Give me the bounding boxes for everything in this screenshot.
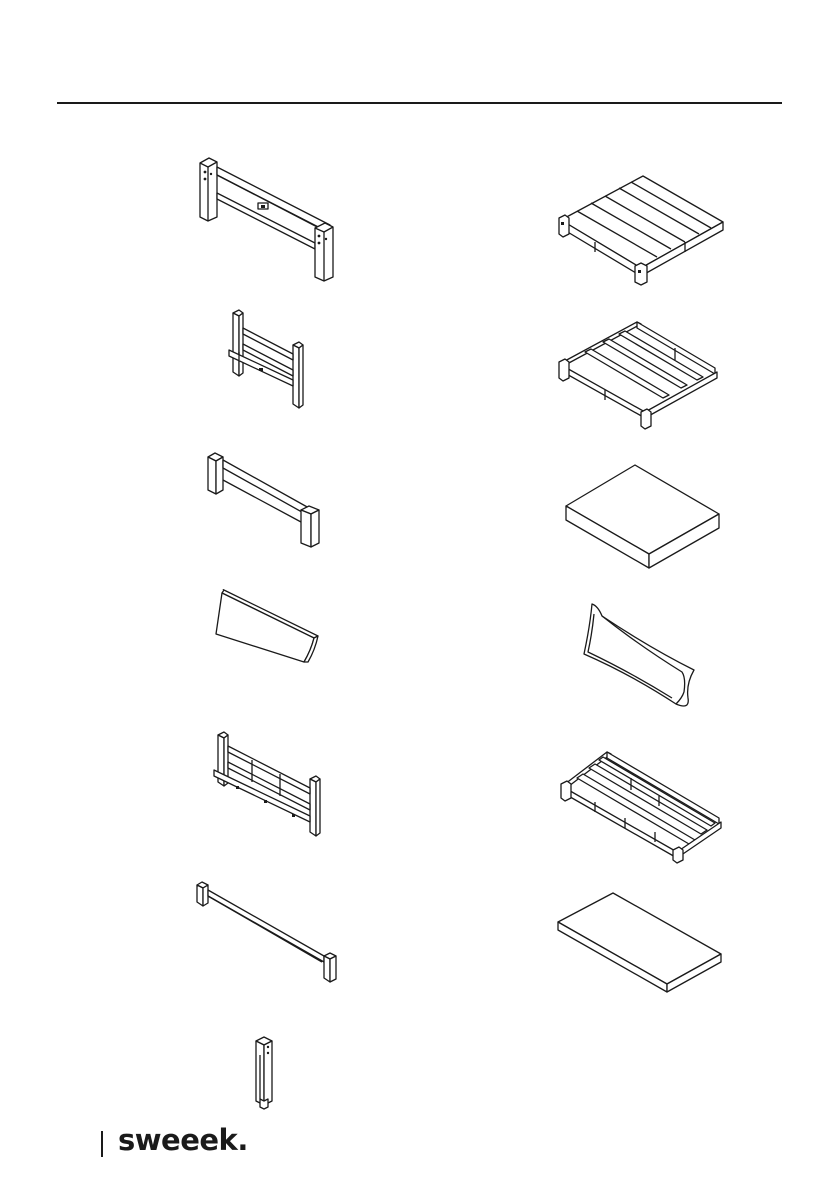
part-wide-slatted-end-frame (210, 732, 328, 840)
part-center-support-leg (250, 1037, 282, 1111)
part-open-slatted-bed-base (555, 318, 727, 426)
header-rule (57, 102, 782, 104)
part-headboard-frame-with-legs (195, 155, 345, 285)
part-thick-mattress (563, 462, 723, 572)
part-small-slatted-end-frame (225, 310, 310, 412)
part-assembled-slatted-bed-base (555, 172, 727, 284)
part-long-rail-with-posts (194, 880, 339, 985)
part-footboard-frame (205, 452, 327, 550)
part-thin-mattress (555, 890, 727, 998)
brand-logo: sweeek. (118, 1126, 248, 1155)
part-headboard-cushion (214, 588, 322, 666)
part-long-slatted-bed-base (555, 748, 727, 860)
part-cushion-pillow (580, 602, 702, 716)
footer-divider (101, 1131, 103, 1157)
